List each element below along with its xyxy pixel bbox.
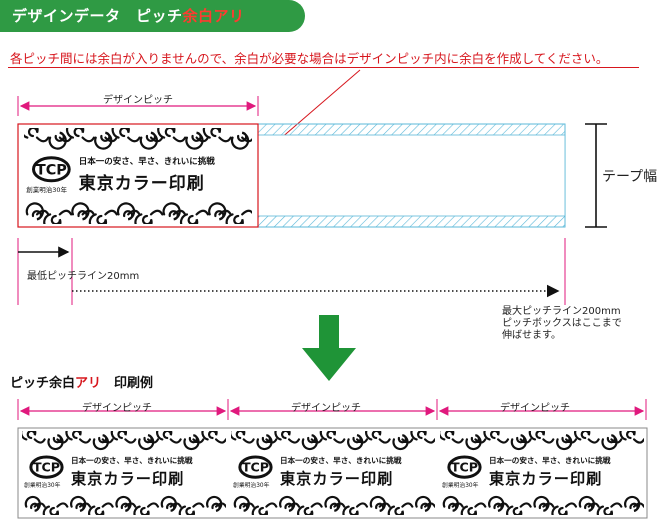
- swirl-mark: [325, 497, 344, 511]
- logo-slogan: 日本一の安さ、早さ、きれいに挑戦: [79, 155, 215, 167]
- logo-company-name: 東京カラー印刷: [79, 169, 205, 194]
- swirl-mark: [343, 503, 367, 515]
- swirl-mark: [66, 431, 90, 443]
- swirl-mark: [440, 431, 463, 443]
- max-pitch-line-2: ピッチボックスはここまで: [502, 318, 622, 330]
- logo-established: 創業明治30年: [233, 480, 269, 489]
- example-title-main: ピッチ余白: [10, 376, 75, 391]
- tape-width-label: テープ幅: [602, 166, 657, 186]
- logo-mark-text: TCP: [36, 162, 67, 178]
- swirl-mark: [275, 431, 299, 443]
- logo-mark-text: TCP: [33, 460, 60, 475]
- swirl-mark: [89, 503, 113, 515]
- swirl-mark: [303, 435, 322, 449]
- swirl-mark: [534, 497, 553, 511]
- swirl-mark: [235, 497, 254, 511]
- swirl-mark: [26, 497, 45, 511]
- logo-example-1: TCP 日本一の安さ、早さ、きれいに挑戦東京カラー印刷創業明治30年: [22, 431, 226, 515]
- logo-established: 創業明治30年: [24, 480, 60, 489]
- swirl-mark: [484, 431, 508, 443]
- max-pitch-line-3: 伸ばせます。: [502, 330, 622, 342]
- swirl-mark: [620, 431, 644, 443]
- swirl-mark: [24, 128, 48, 141]
- logo-company-name: 東京カラー印刷: [280, 467, 393, 489]
- swirl-mark: [512, 435, 531, 449]
- swirl-mark: [416, 497, 435, 511]
- logo-slogan: 日本一の安さ、早さ、きれいに挑戦: [280, 455, 402, 466]
- swirl-mark: [94, 435, 113, 449]
- swirl-mark: [466, 435, 485, 449]
- swirl-mark: [134, 503, 158, 515]
- example-pitch-label-1: デザインピッチ: [82, 399, 152, 414]
- logo-established: 創業明治30年: [26, 184, 67, 194]
- swirl-mark: [444, 497, 463, 511]
- logo-slogan: 日本一の安さ、早さ、きれいに挑戦: [489, 455, 611, 466]
- swirl-mark: [22, 431, 45, 443]
- logo-mark-text: TCP: [242, 460, 269, 475]
- swirl-mark: [44, 503, 68, 515]
- logo-established: 創業明治30年: [442, 480, 478, 489]
- swirl-mark: [530, 431, 554, 443]
- swirl-mark: [162, 497, 181, 511]
- example-pitch-label-2: デザインピッチ: [291, 399, 361, 414]
- swirl-mark: [489, 497, 508, 511]
- swirl-mark: [557, 435, 576, 449]
- swirl-mark: [366, 431, 390, 443]
- swirl-mark: [598, 503, 622, 515]
- swirl-mark: [321, 431, 345, 443]
- swirl-mark: [298, 503, 322, 515]
- example-title: ピッチ余白アリ 印刷例: [10, 372, 153, 391]
- swirl-mark: [112, 431, 136, 443]
- swirl-mark: [625, 497, 644, 511]
- swirl-mark: [348, 435, 367, 449]
- logo-example-3: TCP 日本一の安さ、早さ、きれいに挑戦東京カラー印刷創業明治30年: [440, 431, 644, 515]
- swirl-mark: [202, 431, 226, 443]
- swirl-mark: [139, 435, 158, 449]
- max-pitch-line-1: 最大ピッチライン200mm: [502, 306, 622, 318]
- swirl-mark: [602, 435, 621, 449]
- logo-example-2: TCP 日本一の安さ、早さ、きれいに挑戦東京カラー印刷創業明治30年: [231, 431, 435, 515]
- swirl-mark: [253, 503, 277, 515]
- swirl-mark: [184, 435, 203, 449]
- swirl-mark: [575, 431, 599, 443]
- swirl-mark: [232, 133, 252, 149]
- swirl-mark: [507, 503, 531, 515]
- swirl-mark: [371, 497, 390, 511]
- swirl-mark: [257, 435, 276, 449]
- design-pitch-label: デザインピッチ: [103, 91, 173, 106]
- swirl-mark: [280, 497, 299, 511]
- swirl-mark: [71, 497, 90, 511]
- swirl-mark: [180, 503, 204, 515]
- example-title-accent: アリ: [75, 376, 101, 391]
- swirl-mark: [462, 503, 486, 515]
- max-pitch-label: 最大ピッチライン200mm ピッチボックスはここまで 伸ばせます。: [502, 306, 622, 342]
- swirl-mark: [393, 435, 412, 449]
- swirl-mark: [116, 497, 135, 511]
- logo-company-name: 東京カラー印刷: [71, 467, 184, 489]
- swirl-mark: [157, 431, 181, 443]
- logo-slogan: 日本一の安さ、早さ、きれいに挑戦: [71, 455, 193, 466]
- down-arrow: [302, 315, 356, 381]
- swirl-mark: [411, 431, 435, 443]
- logo-mark-text: TCP: [451, 460, 478, 475]
- swirl-mark: [552, 503, 576, 515]
- swirl-mark: [48, 435, 67, 449]
- example-pitch-label-3: デザインピッチ: [500, 399, 570, 414]
- logo-design: TCP 日本一の安さ、早さ、きれいに挑戦東京カラー印刷創業明治30年: [24, 128, 252, 224]
- swirl-mark: [231, 431, 254, 443]
- swirl-mark: [580, 497, 599, 511]
- min-pitch-label: 最低ピッチライン20mm: [27, 267, 139, 282]
- logo-company-name: 東京カラー印刷: [489, 467, 602, 489]
- example-title-suffix: 印刷例: [101, 376, 153, 391]
- swirl-mark: [207, 497, 226, 511]
- swirl-mark: [389, 503, 413, 515]
